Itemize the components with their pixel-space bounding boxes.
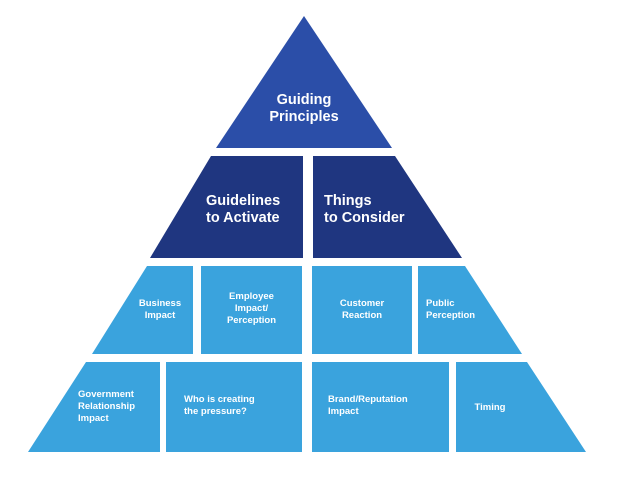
government-impact-label: Government Relationship Impact	[78, 384, 158, 430]
who-label-line-1: Who is creating	[184, 394, 255, 406]
apex-block	[216, 16, 392, 148]
employee-label-line-3: Perception	[226, 314, 277, 326]
employee-label-line-1: Employee	[229, 291, 274, 303]
customer-label-line-2: Reaction	[341, 310, 383, 321]
public-label-line-2: Perception	[426, 310, 476, 321]
government-label-line-2: Relationship	[78, 401, 136, 413]
guidelines-label-line-2: to Activate	[206, 210, 280, 226]
business-label-line-1: Business	[138, 298, 182, 310]
employee-impact-label: Employee Impact/ Perception	[203, 284, 300, 334]
brand-label-line-2: Impact	[328, 406, 359, 417]
public-perception-block	[418, 266, 522, 354]
customer-label-line-1: Customer	[339, 298, 385, 310]
timing-label-line-1: Timing	[474, 402, 506, 414]
business-impact-label: Business Impact	[128, 290, 192, 330]
government-impact-block	[28, 362, 160, 452]
brand-reputation-label: Brand/Reputation Impact	[328, 388, 444, 424]
government-label-line-1: Government	[78, 389, 134, 401]
employee-label-line-2: Impact/	[234, 303, 269, 315]
business-impact-block	[92, 266, 193, 354]
who-is-creating-label: Who is creating the pressure?	[184, 388, 296, 424]
things-to-consider-label: Things to Consider	[324, 188, 434, 232]
timing-block	[456, 362, 586, 452]
business-label-line-2: Impact	[144, 310, 176, 321]
apex-label-line-1: Guiding	[276, 91, 332, 108]
apex-label-line-2: Principles	[269, 109, 339, 125]
employee-impact-block	[201, 266, 302, 354]
guidelines-label-line-1: Guidelines	[206, 192, 281, 209]
things-label-line-1: Things	[324, 192, 372, 209]
things-label-line-2: to Consider	[324, 210, 405, 226]
apex-label: Guiding Principles	[254, 88, 354, 130]
guidelines-block	[150, 156, 303, 258]
brand-reputation-block	[312, 362, 449, 452]
who-is-creating-block	[166, 362, 302, 452]
public-label-line-1: Public	[426, 298, 455, 310]
brand-label-line-1: Brand/Reputation	[328, 394, 408, 406]
who-label-line-2: the pressure?	[184, 406, 247, 417]
public-perception-label: Public Perception	[426, 290, 506, 330]
customer-reaction-label: Customer Reaction	[316, 290, 408, 330]
timing-label: Timing	[458, 396, 522, 420]
guidelines-label: Guidelines to Activate	[206, 188, 302, 232]
customer-reaction-block	[312, 266, 412, 354]
government-label-line-3: Impact	[78, 412, 109, 424]
things-to-consider-block	[313, 156, 462, 258]
